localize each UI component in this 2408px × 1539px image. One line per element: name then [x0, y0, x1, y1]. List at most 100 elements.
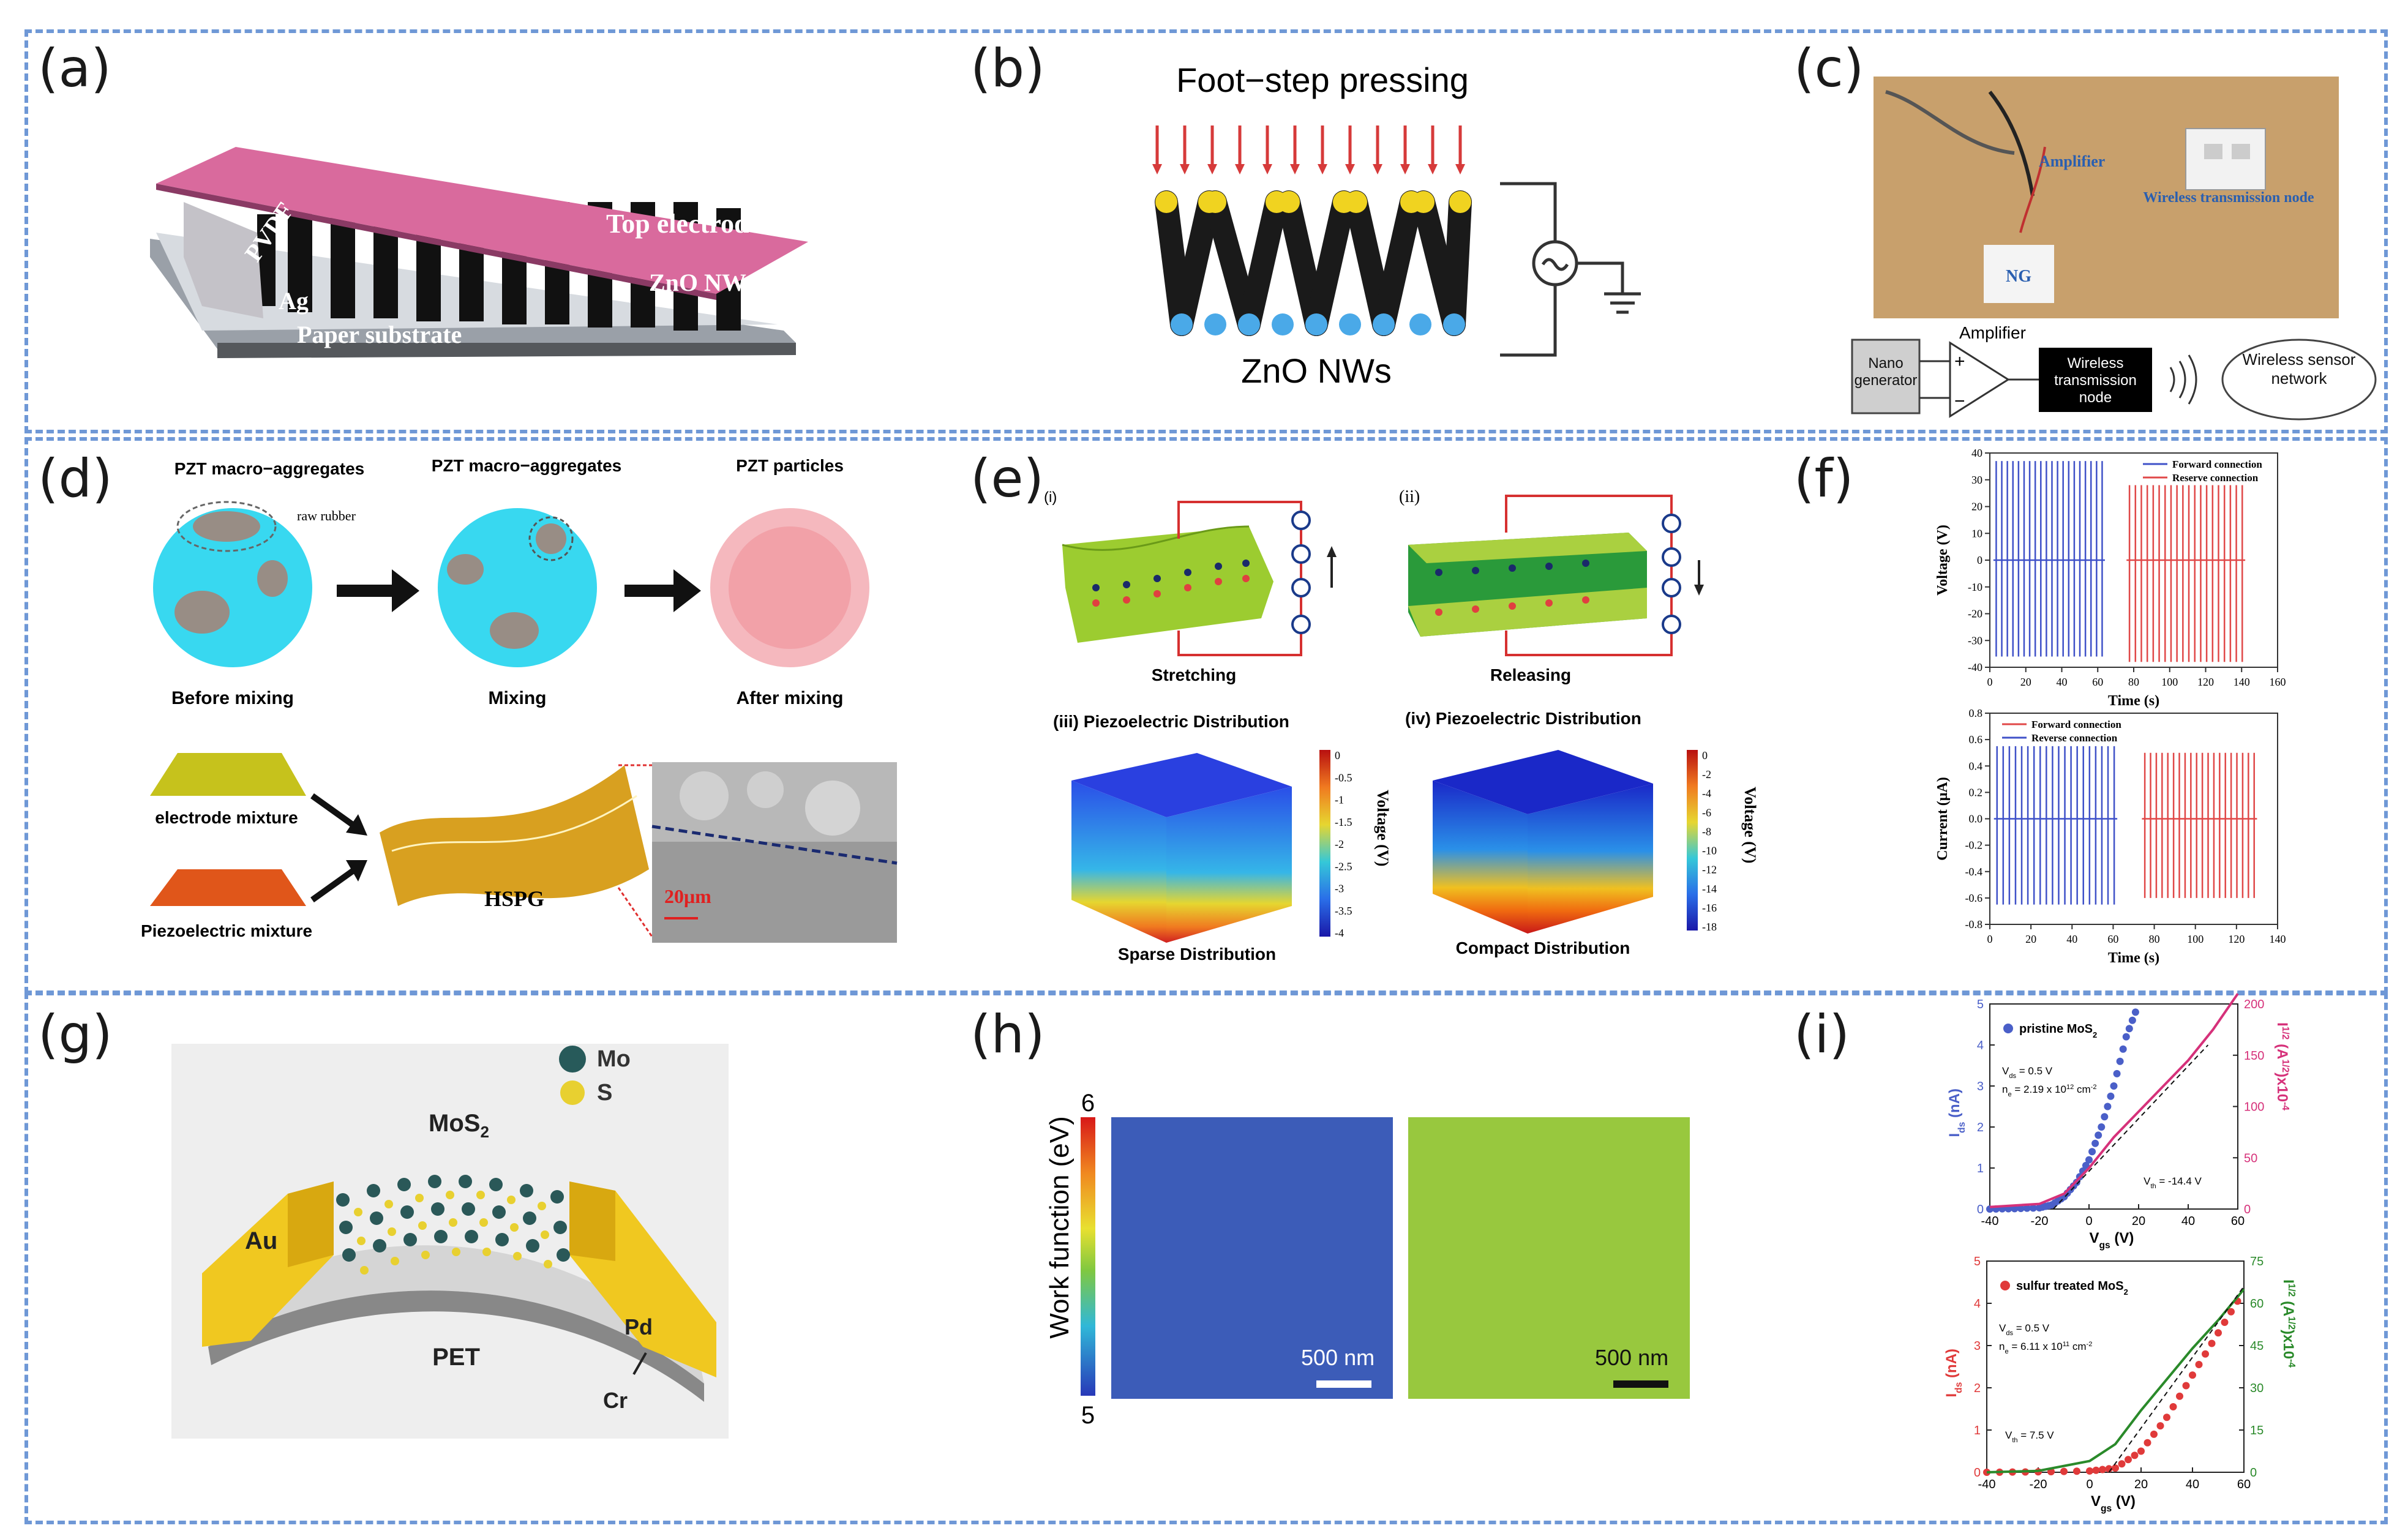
data-point — [2116, 1057, 2124, 1065]
data-point — [2113, 1069, 2121, 1077]
y-tick-label: 0.0 — [1969, 813, 1983, 825]
colorbar-sparse — [1319, 750, 1330, 937]
scalebar-right — [1613, 1380, 1668, 1388]
label-pzt-macro-2: PZT macro−aggregates — [432, 456, 621, 475]
label-pd: Pd — [625, 1314, 653, 1339]
annotation-ne: ne = 6.11 x 1011 cm-2 — [1999, 1341, 2092, 1355]
label-wf-max: 6 — [1081, 1090, 1095, 1117]
x-axis-label: Vgs (V) — [2091, 1493, 2136, 1514]
series-1 — [1994, 746, 2118, 905]
legend-label: pristine MoS2 — [2019, 1022, 2097, 1039]
label-cr: Cr — [603, 1388, 628, 1413]
data-point — [2092, 1466, 2100, 1474]
data-point — [2112, 1464, 2119, 1472]
photo-label-ng: NG — [2006, 267, 2031, 286]
data-point — [2176, 1392, 2183, 1400]
mos2-lattice — [336, 1175, 570, 1262]
panel-label-i: (i) — [1794, 1004, 1850, 1065]
colorbar-work-function — [1081, 1117, 1095, 1396]
label-mos2: MoS2 — [429, 1110, 489, 1141]
data-point — [2098, 1123, 2106, 1131]
y-tick-label: 2 — [1977, 1121, 1984, 1134]
legend-label: Reverse connection — [2031, 732, 2118, 744]
colorbar-compact-tick: -10 — [1702, 845, 1717, 857]
cube-sparse-left — [1071, 781, 1166, 943]
data-point — [2125, 1025, 2133, 1033]
colorbar-sparse-tick: -1 — [1335, 794, 1344, 806]
label-wf-min: 5 — [1081, 1402, 1095, 1429]
y-tick-label: 0.4 — [1969, 760, 1983, 772]
panel-d-hspg: PZT macro−aggregates PZT macro−aggregate… — [141, 456, 898, 943]
x-tick-label: 0 — [2085, 1215, 2092, 1228]
colorbar-sparse-tick: 0 — [1335, 749, 1340, 762]
y2-tick-label: 75 — [2250, 1255, 2264, 1268]
colorbar-compact-tick: -12 — [1702, 864, 1717, 876]
cube-compact-left — [1433, 781, 1528, 934]
y-axis-label: Ids (nA) — [1943, 1349, 1964, 1398]
x-tick-label: 20 — [2134, 1478, 2148, 1491]
x-axis-label: Time (s) — [2108, 950, 2159, 966]
legend-label: Forward connection — [2031, 719, 2121, 730]
panel-c-wireless-setup: Amplifier Wireless transmission node NG … — [1851, 77, 2377, 421]
data-point — [2128, 1016, 2136, 1024]
x-tick-label: 0 — [1987, 933, 1993, 945]
photo-setup — [1874, 77, 2339, 318]
cube-sparse-top — [1071, 753, 1292, 817]
y-tick-label: -40 — [1968, 661, 1982, 673]
panel-label-b: (b) — [970, 38, 1045, 99]
panel-g-device: Mo S MoS2 Au PET Pd Cr — [171, 1044, 729, 1439]
y-tick-label: -0.2 — [1965, 839, 1983, 852]
y2-tick-label: 150 — [2244, 1049, 2264, 1063]
y-axis-label: Voltage (V) — [1935, 525, 1951, 596]
x-tick-label: 0 — [1987, 676, 1993, 688]
x-tick-label: 140 — [2270, 933, 2286, 945]
y2-tick-label: 15 — [2250, 1424, 2264, 1437]
panel-label-f: (f) — [1794, 448, 1854, 509]
panel-label-a: (a) — [38, 38, 111, 99]
y-tick-label: 0.6 — [1969, 733, 1983, 746]
photo-label-amplifier: Amplifier — [2039, 152, 2105, 170]
stretching-block — [1062, 526, 1273, 643]
label-e-iv: (iv) Piezoelectric Distribution — [1405, 709, 1641, 728]
ellipse-sensor-network — [2221, 339, 2377, 421]
y-tick-label: 1 — [1974, 1424, 1981, 1437]
label-raw-rubber: raw rubber — [297, 508, 356, 523]
x-axis-label: Vgs (V) — [2090, 1230, 2134, 1251]
y2-axis-label: I1/2 (A1/2)x10-4 — [2274, 1022, 2291, 1110]
x-tick-label: 120 — [2197, 676, 2214, 688]
box-wireless-node — [2039, 348, 2152, 412]
annotation-vds: Vds = 0.5 V — [1999, 1322, 2050, 1337]
y-tick-label: -20 — [1968, 608, 1982, 620]
data-point — [2202, 1350, 2209, 1358]
label-mo: Mo — [597, 1046, 631, 1072]
label-sparse: Sparse Distribution — [1118, 945, 1276, 964]
colorbar-sparse-tick: -3 — [1335, 883, 1344, 895]
label-plus: + — [1954, 351, 1965, 372]
y-axis-label: Ids (nA) — [1946, 1088, 1967, 1137]
x-tick-label: 160 — [2270, 676, 2286, 688]
colorbar-compact-tick: -16 — [1702, 902, 1717, 914]
colorbar-compact-tick: -8 — [1702, 825, 1711, 837]
y-axis-label: Current (μA) — [1935, 777, 1951, 860]
pet-substrate — [202, 1245, 704, 1384]
box-nano-generator — [1851, 339, 1921, 414]
panel-label-c: (c) — [1794, 38, 1864, 99]
colorbar-compact-tick: -6 — [1702, 806, 1711, 818]
label-minus: − — [1954, 391, 1965, 411]
colorbar-sparse-tick: -0.5 — [1335, 771, 1352, 784]
x-tick-label: 20 — [2025, 933, 2036, 945]
data-point — [2088, 1148, 2096, 1156]
data-point — [2163, 1414, 2170, 1421]
x-tick-label: -40 — [1978, 1478, 1996, 1491]
sqrt-curve — [1986, 1288, 2245, 1473]
photo-label-wireless: Wireless transmission node — [2143, 190, 2314, 206]
data-point — [2137, 1447, 2145, 1455]
label-au: Au — [245, 1227, 277, 1254]
label-zno-nws: ZnO NWs — [649, 269, 756, 296]
colorbar-compact-tick: -18 — [1702, 921, 1717, 933]
colorbar-sparse-tick: -4 — [1335, 927, 1344, 939]
label-mixing: Mixing — [489, 688, 547, 708]
label-pzt-particles: PZT particles — [736, 456, 844, 475]
y2-tick-label: 30 — [2250, 1382, 2264, 1395]
y2-tick-label: 60 — [2250, 1297, 2264, 1311]
